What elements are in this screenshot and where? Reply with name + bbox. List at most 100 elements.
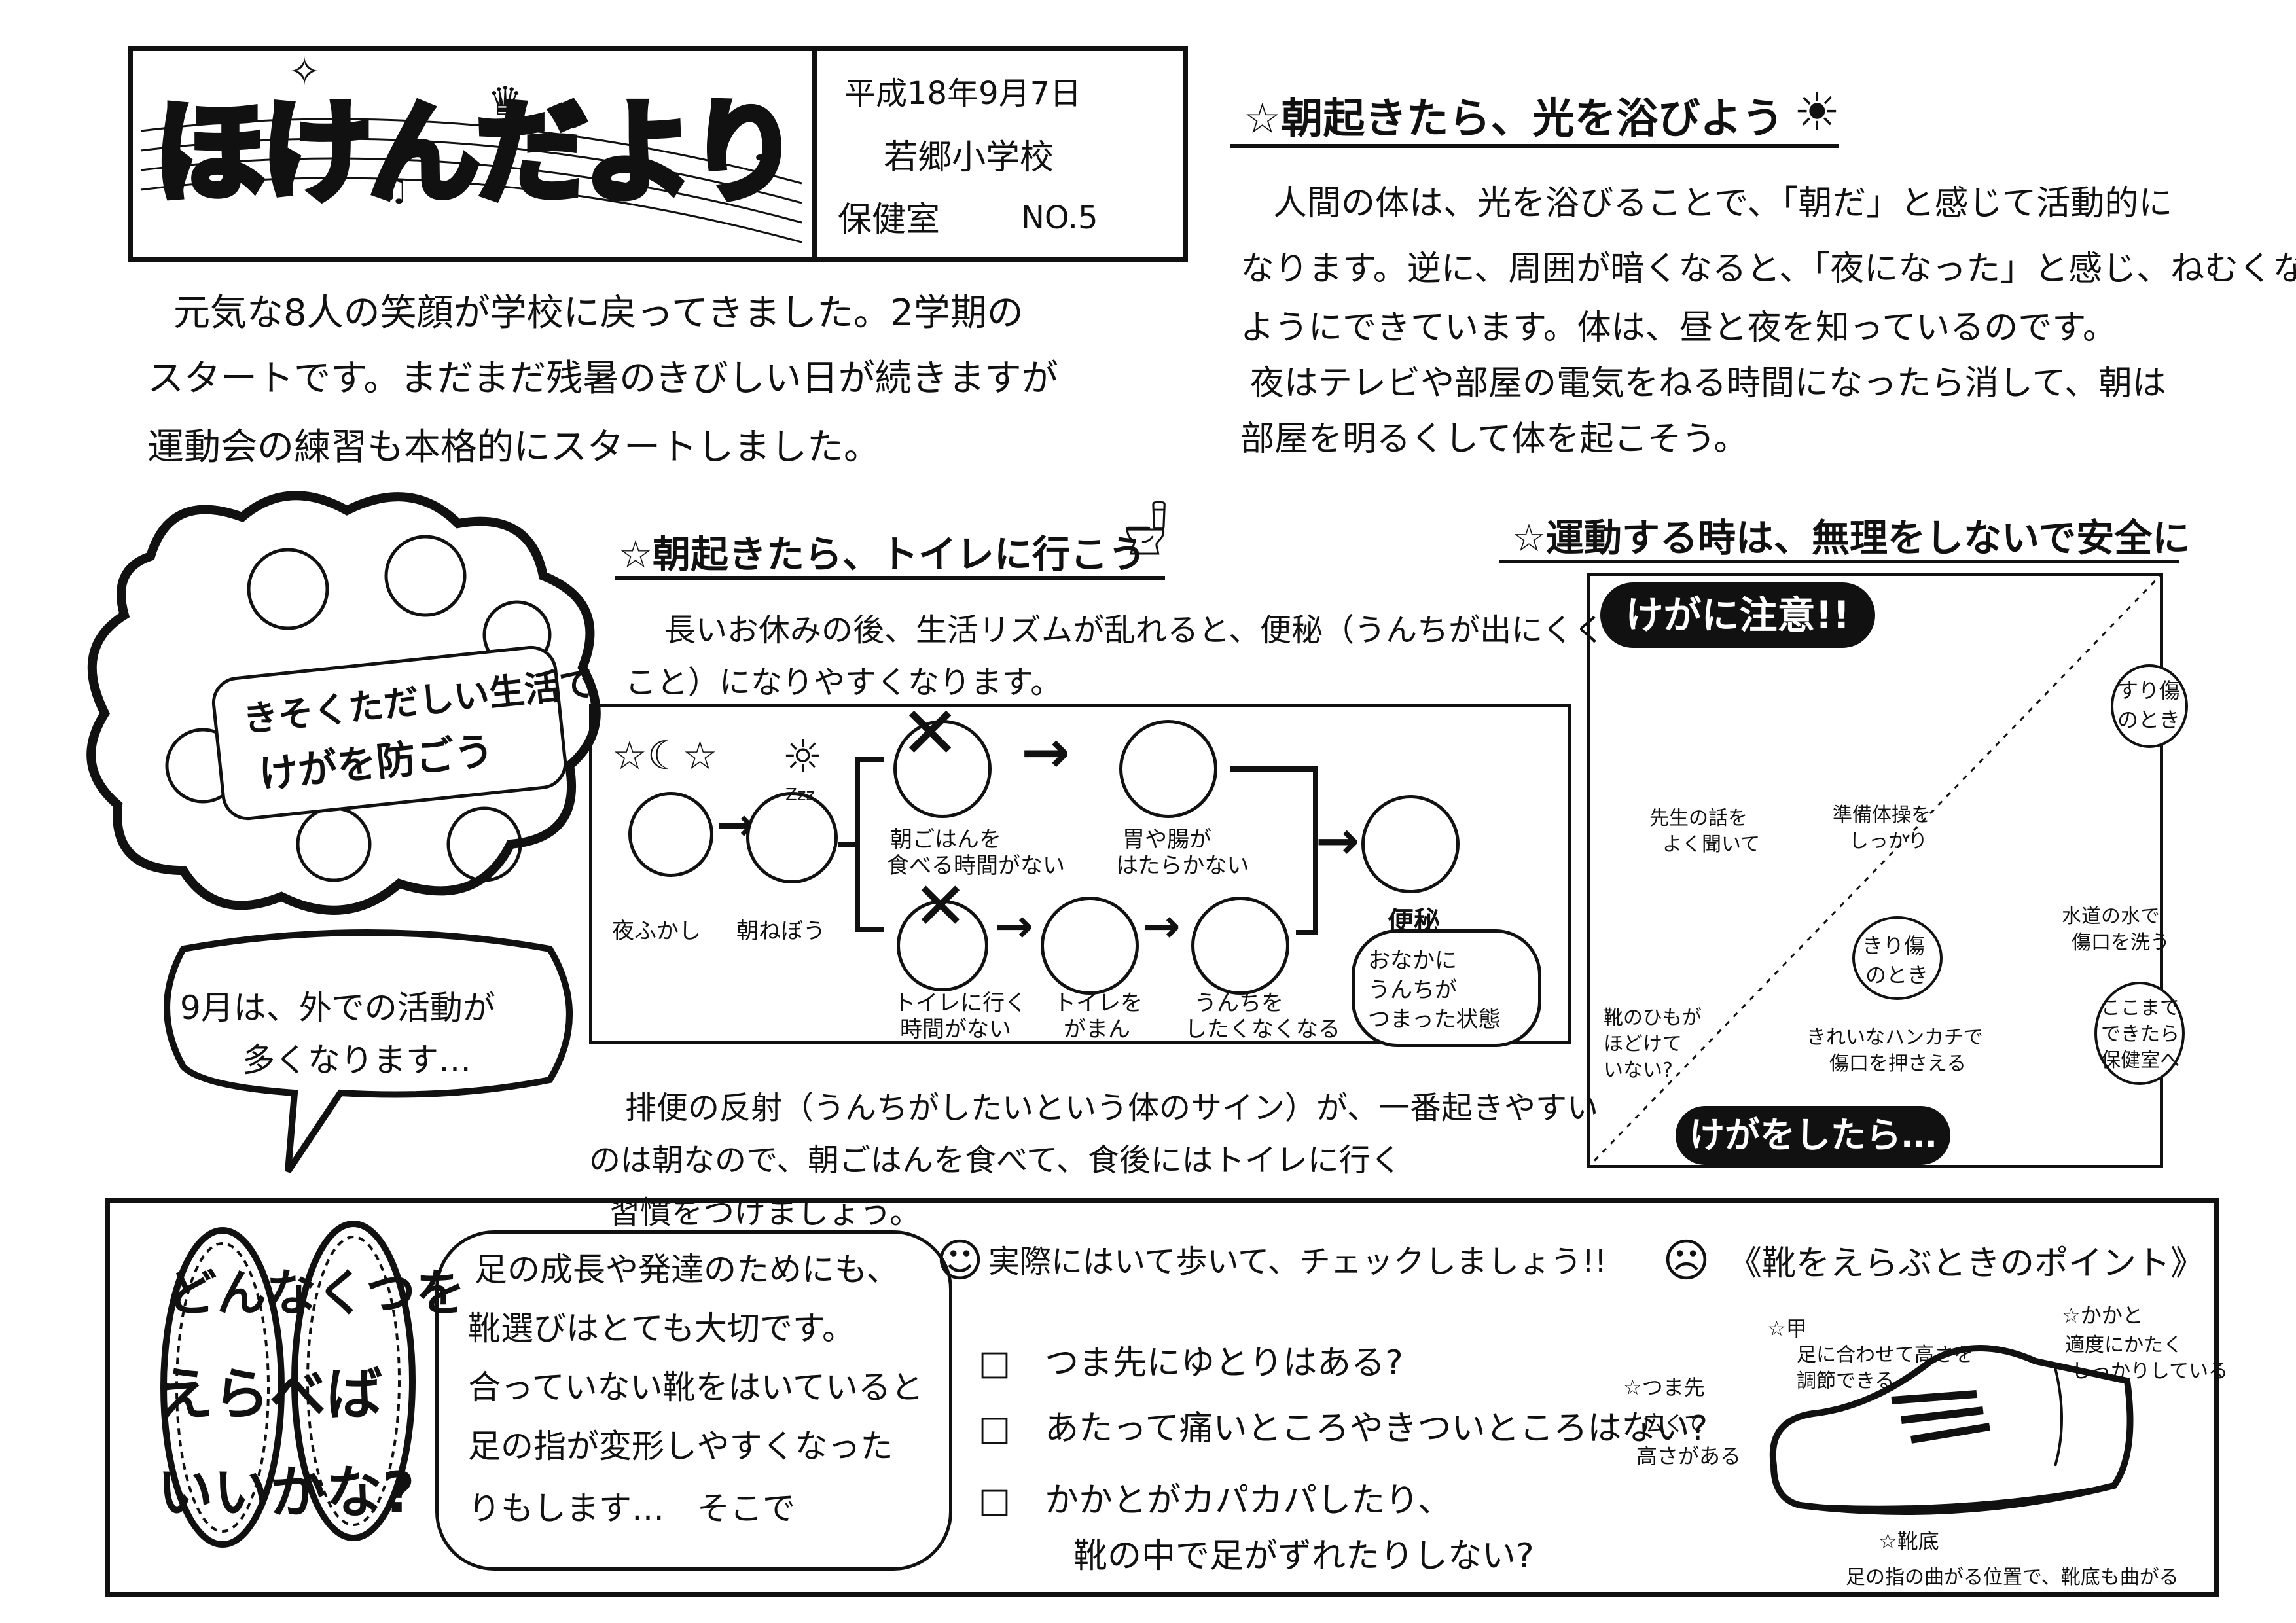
- exercise-section-title: ☆運動する時は、無理をしないで安全に: [1512, 516, 2191, 560]
- shoes-intro-cloud: [435, 1230, 952, 1571]
- sole-label-2: 足の指の曲がる位置で、靴底も曲がる: [1846, 1566, 2179, 1589]
- breakfast-circle: [893, 720, 992, 818]
- shoes-big-line-3: いいかな?: [157, 1460, 415, 1525]
- branch-lines: [838, 757, 884, 932]
- shoes-intro-line: 合っていない靴をはいていると: [468, 1368, 924, 1406]
- check-title: 実際にはいて歩いて、チェックしましょう!!: [988, 1243, 1607, 1280]
- heel-label-1: ☆かかと: [2062, 1303, 2144, 1328]
- shoes-intro-line: 足の指が変形しやすくなった: [468, 1427, 893, 1465]
- hold-label-1: トイレを: [1054, 990, 1143, 1016]
- smiling-face-icon: ☺: [936, 1234, 984, 1287]
- toe-label-3: 高さがある: [1636, 1444, 1742, 1469]
- toilet-section-title: ☆朝起きたら、トイレに行こう: [619, 532, 1146, 577]
- footprint-outline: [160, 1221, 416, 1548]
- scrape-bubble: [2111, 664, 2188, 748]
- instep-label-1: ☆甲: [1767, 1316, 1807, 1341]
- speech-line-2: 多くなります…: [242, 1041, 471, 1079]
- shoes-intro-line: 靴選びはとても大切です。: [468, 1310, 855, 1347]
- state-label-3: つまった状態: [1368, 1007, 1501, 1033]
- speech-line-1: 9月は、外での活動が: [180, 989, 495, 1027]
- light-title-underline: [1230, 144, 1839, 148]
- flow-arrow: →: [1021, 718, 1071, 787]
- light-section-title: ☆朝起きたら、光を浴びよう: [1244, 95, 1784, 143]
- light-line: 夜はテレビや部屋の電気をねる時間になったら消して、朝は: [1250, 364, 2166, 403]
- toilet-title-underline: [615, 576, 1165, 580]
- no-urge-label-1: うんちを: [1194, 990, 1283, 1016]
- warmup-label-1: 準備体操を: [1833, 804, 1931, 827]
- sleep-sound: Zzz: [785, 785, 816, 805]
- surprised-face-icon: ☹: [1662, 1234, 1710, 1287]
- issue-number: NO.5: [1021, 200, 1098, 236]
- light-line: ようにできています。体は、昼と夜を知っているのです。: [1240, 308, 2117, 348]
- flow-arrow: →: [1142, 899, 1181, 953]
- no-urge-label-2: したくなくなる: [1185, 1016, 1340, 1043]
- bee-icon: ✧: [288, 49, 321, 95]
- light-line: 人間の体は、光を浴びることで、「朝だ」と感じて活動的に: [1273, 184, 2173, 223]
- shoes-section-box: [105, 1198, 2219, 1597]
- cut-label-2: のとき: [1865, 963, 1929, 988]
- merge-lines: [1230, 766, 1318, 935]
- cross-mark-icon: ✕: [900, 691, 961, 775]
- panel-diagonal: [1587, 573, 2163, 1168]
- toilet-line: 長いお休みの後、生活リズムが乱れると、便秘（うんちが出にくくなる: [664, 612, 1668, 649]
- toilet-circle: [897, 900, 988, 991]
- points-title: 《靴をえらぶときのポイント》: [1728, 1244, 2205, 1283]
- shoes-intro-line: 足の成長や発達のためにも、: [475, 1251, 899, 1289]
- check-item: 靴の中で足がずれたりしない?: [1073, 1537, 1534, 1576]
- light-line: なります。逆に、周囲が暗くなると、「夜になった」と感じ、ねむくなる: [1240, 249, 2296, 289]
- wash-label-2: 傷口を洗う: [2072, 931, 2170, 954]
- issue-date: 平成18年9月7日: [844, 75, 1082, 112]
- go-label-2: できたら: [2101, 1023, 2179, 1046]
- toilet-footer-line: のは朝なので、朝ごはんを食べて、食後にはトイレに行く: [589, 1142, 1402, 1179]
- header-box: [128, 46, 1188, 262]
- flow-arrow: →: [1316, 810, 1360, 871]
- sleep-circle: [746, 792, 838, 883]
- stomach-label-1: 胃や腸が: [1122, 827, 1211, 853]
- night-label: 夜ふかし: [612, 918, 701, 944]
- go-label-1: ここまで: [2101, 997, 2179, 1020]
- check-item: □ つま先にゆとりはある?: [978, 1344, 1403, 1383]
- state-label-2: うんちが: [1368, 977, 1457, 1003]
- sneaker-illustration: [1769, 1345, 2134, 1515]
- constipation-circle: [1361, 795, 1460, 893]
- instep-label-2: 足に合わせて高さを: [1797, 1344, 1973, 1366]
- shoes-intro-line: りもします… そこで: [468, 1489, 795, 1527]
- speech-bubble: [164, 929, 573, 1173]
- press-label-1: きれいなハンカチで: [1806, 1026, 1983, 1049]
- shoelace-label-1: 靴のひもが: [1604, 1007, 1702, 1029]
- moon-stars-icon: ☆☾☆: [612, 733, 718, 779]
- cut-bubble: [1852, 916, 1943, 1000]
- wash-label-1: 水道の水で: [2062, 905, 2160, 928]
- music-note-icon: ♪: [753, 124, 778, 170]
- crown-icon: ♛: [488, 79, 523, 124]
- after-injury-badge: けがをしたら…: [1676, 1106, 1950, 1165]
- music-note-icon: ♫: [380, 170, 409, 208]
- cross-mark-icon: ✕: [913, 868, 968, 944]
- teacher-label-2: よく聞いて: [1662, 833, 1761, 856]
- instep-label-3: 調節できる: [1797, 1370, 1895, 1393]
- heel-label-3: しっかりしている: [2072, 1360, 2229, 1383]
- state-label-1: おなかに: [1368, 948, 1457, 974]
- check-item: □ かかとがカパカパしたり、: [978, 1481, 1452, 1520]
- teacher-label-1: 先生の話を: [1649, 807, 1748, 830]
- header-divider: [812, 46, 817, 262]
- newsletter-title: ほけんだより: [151, 85, 803, 221]
- constipation-cloud: [1352, 929, 1541, 1047]
- press-label-2: 傷口を押さえる: [1829, 1052, 1967, 1075]
- sleep-label: 朝ねぼう: [736, 918, 825, 944]
- exercise-title-underline: [1499, 560, 2179, 563]
- office-name: 保健室: [838, 200, 941, 240]
- go-label-3: 保健室へ: [2101, 1049, 2179, 1072]
- sun-small-icon: ☼: [782, 730, 823, 783]
- hold-label-2: がまん: [1064, 1016, 1130, 1043]
- caution-badge: けがに注意!!: [1600, 582, 1875, 648]
- breakfast-label-2: 食べる時間がない: [887, 853, 1065, 879]
- sole-label-1: ☆靴底: [1878, 1529, 1939, 1554]
- constipation-flowchart: [589, 704, 1571, 1044]
- toilet-time-label-1: トイレに行く: [893, 990, 1027, 1016]
- school-name: 若郷小学校: [884, 138, 1054, 177]
- shoelace-label-2: ほどけて: [1604, 1033, 1682, 1056]
- toe-label-1: ☆つま先: [1623, 1375, 1705, 1400]
- toilet-line: こと）になりやすくなります。: [625, 664, 1062, 701]
- intro-line: 運動会の練習も本格的にスタートしました。: [147, 426, 880, 469]
